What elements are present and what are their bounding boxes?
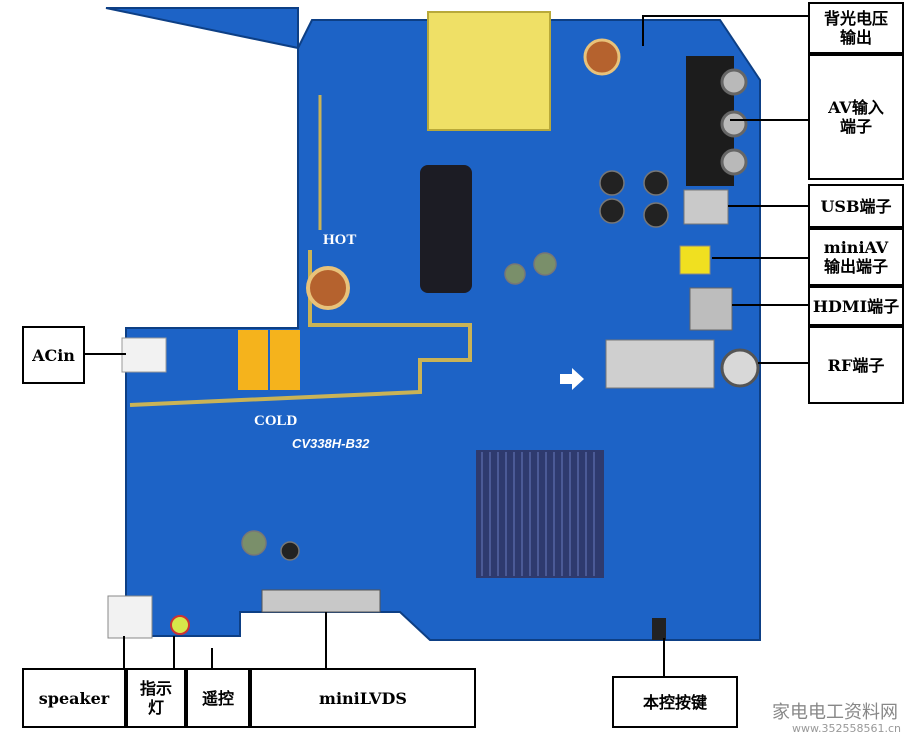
main-capacitor bbox=[420, 165, 472, 293]
label-hdmi-port: HDMI端子 bbox=[808, 286, 904, 326]
av-input-jacks bbox=[686, 56, 748, 186]
toroid-coil-2 bbox=[583, 38, 621, 76]
watermark-url: www.352558561.cn bbox=[792, 722, 901, 735]
watermark-site-name: 家电电工资料网 bbox=[772, 702, 898, 723]
capacitors bbox=[241, 170, 669, 561]
ac-in-connector bbox=[121, 337, 167, 373]
label-key-control: 本控按键 bbox=[612, 676, 738, 728]
transformer bbox=[427, 11, 551, 131]
usb-port bbox=[683, 189, 729, 225]
hot-label: HOT bbox=[323, 232, 356, 248]
label-ac-input: ACin bbox=[22, 326, 85, 384]
cold-label: COLD bbox=[254, 413, 298, 429]
main-chip-heatsink bbox=[476, 450, 604, 578]
mini-av-out-jack bbox=[679, 245, 711, 275]
label-mini-av-output: miniAV 输出端子 bbox=[808, 228, 904, 286]
hdmi-port bbox=[689, 287, 733, 331]
speaker-connector bbox=[107, 595, 153, 639]
label-av-input: AV输入 端子 bbox=[808, 54, 904, 180]
key-connector bbox=[652, 618, 666, 640]
ac-filter-block-2 bbox=[270, 330, 300, 390]
signal-arrow bbox=[560, 368, 584, 390]
label-rf-port: RF端子 bbox=[808, 326, 904, 404]
ac-filter-block bbox=[238, 330, 268, 390]
lvds-connector bbox=[261, 589, 381, 613]
board-model-label: CV338H-B32 bbox=[292, 436, 370, 451]
label-usb-port: USB端子 bbox=[808, 184, 904, 228]
hv-trace bbox=[129, 250, 472, 407]
indicator-led bbox=[170, 615, 190, 635]
toroid-coil bbox=[306, 266, 350, 310]
label-remote: 遥控 bbox=[186, 668, 250, 728]
label-indicator-light: 指示 灯 bbox=[126, 668, 186, 728]
leader-lines bbox=[85, 15, 808, 676]
label-mini-lvds: miniLVDS bbox=[250, 668, 476, 728]
label-backlight-voltage: 背光电压 输出 bbox=[808, 2, 904, 54]
label-speaker: speaker bbox=[22, 668, 126, 728]
rf-connector bbox=[605, 339, 760, 389]
